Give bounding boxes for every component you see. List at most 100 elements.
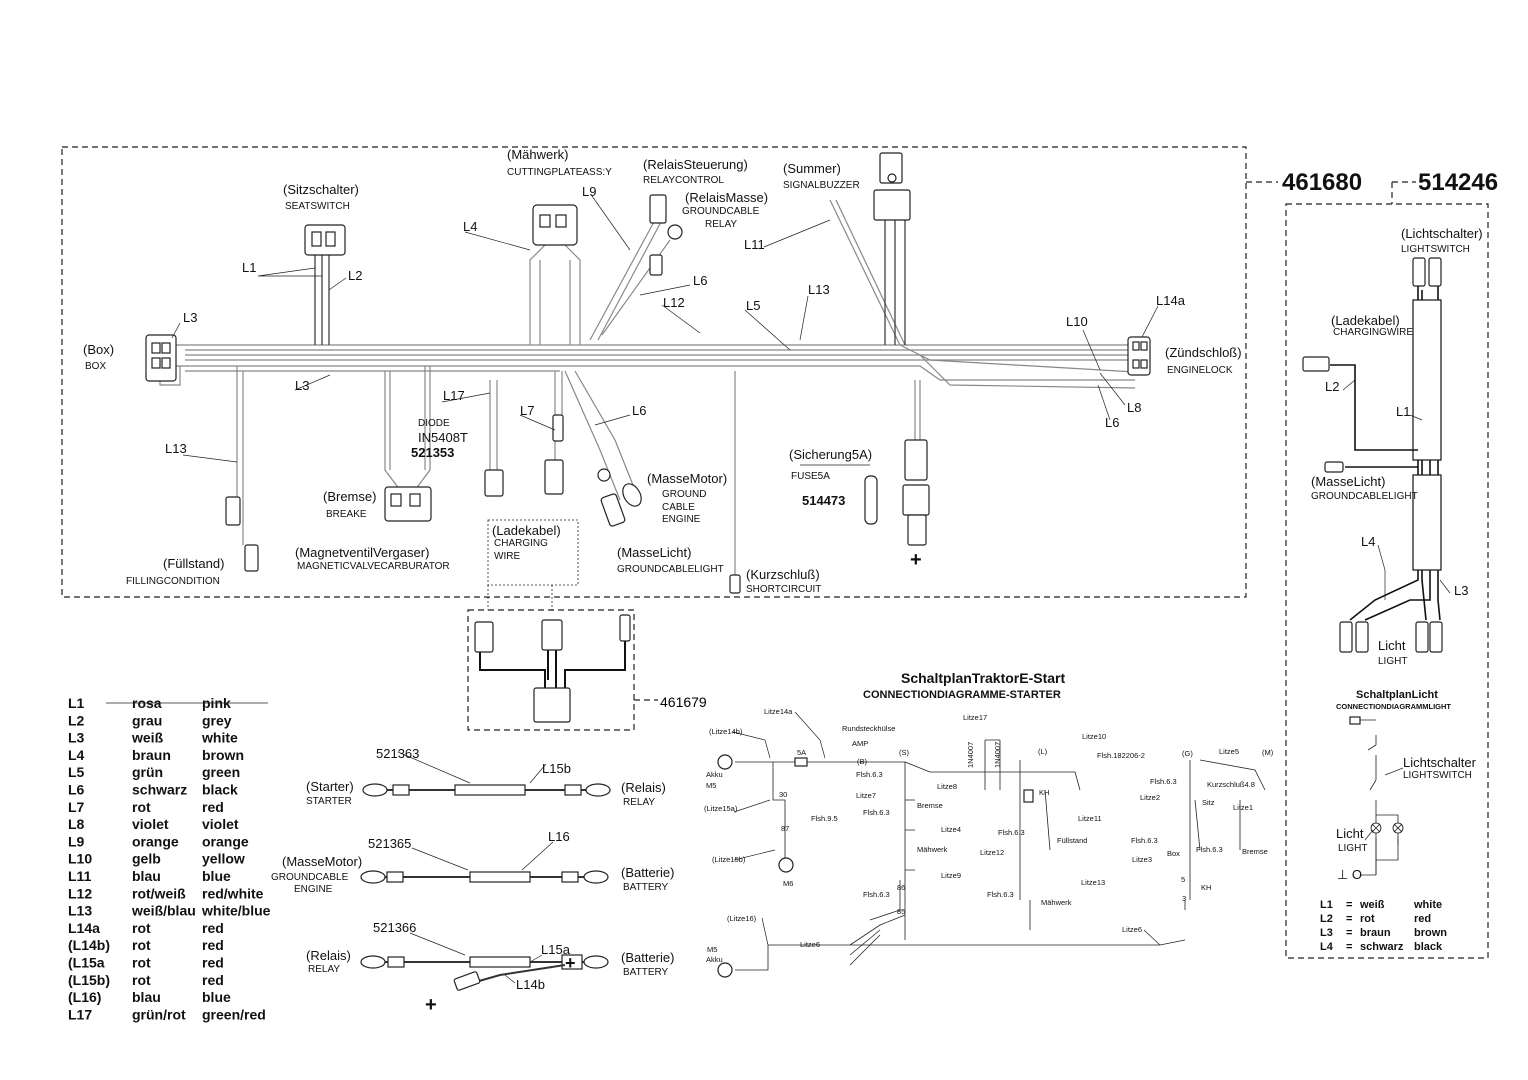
svg-text:(Bremse): (Bremse) [323, 489, 376, 504]
svg-text:CONNECTIONDIAGRAMMLIGHT: CONNECTIONDIAGRAMMLIGHT [1336, 702, 1451, 711]
svg-text:STARTER: STARTER [306, 796, 352, 807]
svg-text:Flsh.6.3: Flsh.6.3 [863, 808, 890, 817]
svg-text:L1: L1 [1396, 404, 1410, 419]
svg-text:LIGHT: LIGHT [1378, 656, 1407, 667]
svg-text:Litze17: Litze17 [963, 713, 987, 722]
legend-cell: red [202, 955, 224, 971]
schematic-lines [717, 711, 1266, 978]
legend-cell: schwarz [132, 782, 187, 798]
light-harness-frame [1285, 203, 1489, 959]
part-number-main: 461680 [1282, 169, 1362, 196]
legend-cell: braun [132, 747, 171, 763]
light-legend-cell: weiß [1359, 899, 1385, 911]
svg-text:L14a: L14a [1156, 293, 1186, 308]
svg-text:(MasseLicht): (MasseLicht) [1311, 474, 1385, 489]
svg-text:Kurzschluß4.8: Kurzschluß4.8 [1207, 780, 1255, 789]
svg-text:RELAY: RELAY [705, 219, 737, 230]
svg-text:M5: M5 [706, 781, 716, 790]
label-engine-lock: (Zündschloß) ENGINELOCK [1165, 345, 1242, 376]
legend-cell: grau [132, 712, 162, 728]
svg-text:BREAKE: BREAKE [326, 509, 367, 520]
light-legend-cell: = [1346, 927, 1352, 939]
svg-text:(Litze15b): (Litze15b) [712, 855, 746, 864]
svg-text:L3: L3 [183, 310, 197, 325]
legend-cell: L5 [68, 764, 85, 780]
light-legend-cell: rot [1360, 913, 1375, 925]
label-fuse: (Sicherung5A) FUSE5A 514473 [789, 447, 872, 508]
svg-text:IN5408T: IN5408T [418, 430, 468, 445]
svg-text:(Batterie): (Batterie) [621, 950, 674, 965]
legend-cell: (L16) [68, 989, 101, 1005]
svg-text:(MasseLicht): (MasseLicht) [617, 545, 691, 560]
legend-cell: red [202, 972, 224, 988]
svg-text:RELAY: RELAY [308, 964, 340, 975]
light-legend-cell: red [1414, 913, 1431, 925]
svg-text:L6: L6 [1105, 415, 1119, 430]
part-number-starter-harness: 461679 [660, 694, 707, 710]
light-legend-cell: schwarz [1360, 941, 1404, 953]
legend-cell: L1 [68, 695, 85, 711]
legend-cell: weiß [131, 730, 164, 746]
svg-text:Litze9: Litze9 [941, 871, 961, 880]
svg-text:Füllstand: Füllstand [1057, 836, 1087, 845]
legend-cell: white/blue [201, 903, 271, 919]
svg-text:(Starter): (Starter) [306, 779, 354, 794]
svg-text:MAGNETICVALVECARBURATOR: MAGNETICVALVECARBURATOR [297, 561, 450, 572]
svg-text:GROUNDCABLE: GROUNDCABLE [682, 206, 760, 217]
wire-labels-light: L2 L1 L4 L3 [1325, 379, 1468, 598]
svg-text:Litze3: Litze3 [1132, 855, 1152, 864]
svg-text:Flsh.182206-2: Flsh.182206-2 [1097, 751, 1145, 760]
svg-text:Litze11: Litze11 [1078, 814, 1102, 823]
svg-text:L12: L12 [663, 295, 685, 310]
svg-text:M5: M5 [707, 945, 717, 954]
svg-text:Bremse: Bremse [1242, 847, 1268, 856]
svg-text:GROUND: GROUND [662, 489, 706, 500]
svg-text:L15a: L15a [541, 942, 571, 957]
svg-text:Flsh.6.3: Flsh.6.3 [856, 770, 883, 779]
svg-text:+: + [565, 953, 576, 973]
svg-text:WIRE: WIRE [494, 551, 520, 562]
legend-cell: blue [202, 868, 231, 884]
svg-text:521366: 521366 [373, 920, 416, 935]
svg-text:AMP: AMP [852, 739, 868, 748]
cable-521363: 521363 L15b (Starter) STARTER (Relais) R… [306, 746, 666, 808]
legend-cell: red [202, 937, 224, 953]
svg-text:Licht: Licht [1336, 826, 1364, 841]
legend-cell: white [201, 730, 238, 746]
svg-text:RELAYCONTROL: RELAYCONTROL [643, 175, 724, 186]
svg-text:Box: Box [1167, 849, 1180, 858]
svg-text:(Sicherung5A): (Sicherung5A) [789, 447, 872, 462]
svg-text:LIGHT: LIGHT [1338, 843, 1367, 854]
label-light-charging: (Ladekabel) CHARGINGWIRE [1331, 313, 1413, 338]
svg-text:(Litze15a): (Litze15a) [704, 804, 738, 813]
svg-text:L17: L17 [443, 388, 465, 403]
light-legend-cell: = [1346, 941, 1352, 953]
svg-text:Rundsteckhülse: Rundsteckhülse [842, 724, 895, 733]
legend-cell: rot [132, 920, 151, 936]
svg-text:GROUNDCABLELIGHT: GROUNDCABLELIGHT [617, 564, 724, 575]
svg-text:(Füllstand): (Füllstand) [163, 556, 224, 571]
legend-cell: blau [132, 868, 161, 884]
cable-521365: 521365 L16 (MasseMotor) GROUNDCABLE ENGI… [271, 829, 674, 895]
svg-text:L3: L3 [1454, 583, 1468, 598]
svg-text:L13: L13 [808, 282, 830, 297]
svg-text:ENGINELOCK: ENGINELOCK [1167, 365, 1233, 376]
svg-text:FUSE5A: FUSE5A [791, 471, 830, 482]
svg-text:Litze6: Litze6 [1122, 925, 1142, 934]
svg-text:521365: 521365 [368, 836, 411, 851]
svg-text:3: 3 [1182, 894, 1186, 903]
svg-text:Flsh.6.3: Flsh.6.3 [1196, 845, 1223, 854]
svg-text:SEATSWITCH: SEATSWITCH [285, 201, 350, 212]
label-brake: (Bremse) BREAKE [323, 489, 376, 520]
svg-text:L11: L11 [744, 237, 765, 252]
legend-cell: violet [132, 816, 169, 832]
svg-text:521363: 521363 [376, 746, 419, 761]
legend-cell: rot/weiß [132, 885, 186, 901]
svg-text:(RelaisMasse): (RelaisMasse) [685, 190, 768, 205]
svg-text:GROUNDCABLE: GROUNDCABLE [271, 872, 349, 883]
svg-text:L8: L8 [1127, 400, 1141, 415]
legend-cell: gelb [132, 851, 161, 867]
legend-cell: red/white [202, 885, 264, 901]
